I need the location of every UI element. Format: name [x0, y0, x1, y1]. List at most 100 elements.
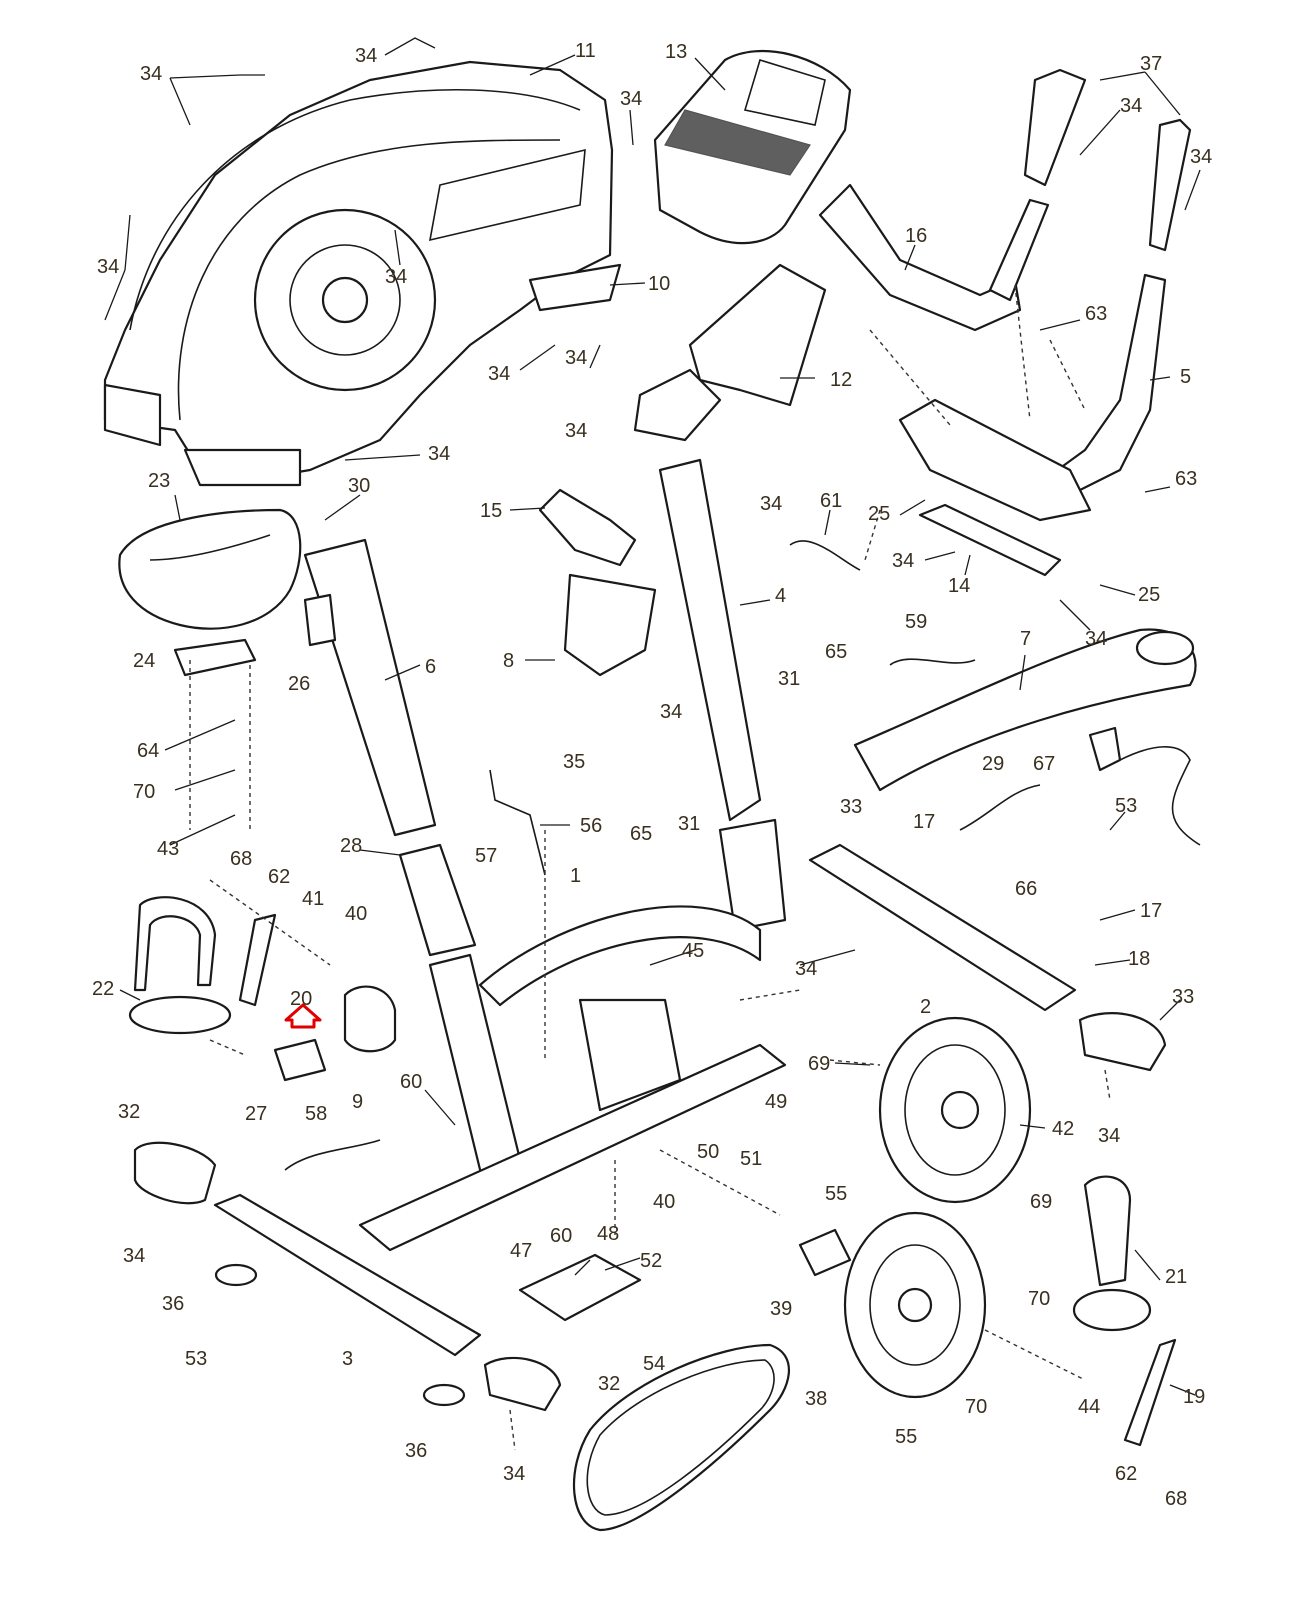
callout-9: 9: [352, 1091, 363, 1113]
callout-49: 49: [765, 1091, 787, 1113]
callout-28: 28: [340, 835, 362, 857]
shroud-left: [103, 60, 622, 487]
callout-34: 34: [565, 347, 587, 369]
highlight-arrow-icon: [284, 1003, 322, 1029]
callout-32: 32: [118, 1101, 140, 1123]
callout-34: 34: [428, 443, 450, 465]
callout-34: 34: [795, 958, 817, 980]
callout-34: 34: [620, 88, 642, 110]
callout-18: 18: [1128, 948, 1150, 970]
callout-58: 58: [305, 1103, 327, 1125]
small-parts: [284, 503, 1201, 1322]
callout-34: 34: [1085, 628, 1107, 650]
callout-64: 64: [137, 740, 159, 762]
callout-32: 32: [598, 1373, 620, 1395]
callout-34: 34: [1098, 1125, 1120, 1147]
callout-34: 34: [123, 1245, 145, 1267]
callout-60: 60: [400, 1071, 422, 1093]
callout-3: 3: [342, 1348, 353, 1370]
callout-65: 65: [825, 641, 847, 663]
callout-63: 63: [1175, 468, 1197, 490]
callout-31: 31: [778, 668, 800, 690]
callout-41: 41: [302, 888, 324, 910]
seat-assembly: [118, 508, 477, 957]
leader-lines: [104, 37, 1201, 1396]
callout-62: 62: [268, 866, 290, 888]
callout-69: 69: [1030, 1191, 1052, 1213]
callout-59: 59: [905, 611, 927, 633]
callout-70: 70: [965, 1396, 987, 1418]
callout-8: 8: [503, 650, 514, 672]
callout-17: 17: [913, 811, 935, 833]
callout-55: 55: [825, 1183, 847, 1205]
callout-13: 13: [665, 41, 687, 63]
callout-51: 51: [740, 1148, 762, 1170]
callout-21: 21: [1165, 1266, 1187, 1288]
callout-65: 65: [630, 823, 652, 845]
callout-69: 69: [808, 1053, 830, 1075]
callout-25: 25: [1138, 584, 1160, 606]
callout-17: 17: [1140, 900, 1162, 922]
callout-5: 5: [1180, 366, 1191, 388]
callout-30: 30: [348, 475, 370, 497]
callout-34: 34: [355, 45, 377, 67]
callout-40: 40: [653, 1191, 675, 1213]
callout-31: 31: [678, 813, 700, 835]
callout-24: 24: [133, 650, 155, 672]
callout-55: 55: [895, 1426, 917, 1448]
callout-37: 37: [1140, 53, 1162, 75]
callout-60: 60: [550, 1225, 572, 1247]
callout-16: 16: [905, 225, 927, 247]
callout-52: 52: [640, 1250, 662, 1272]
callout-39: 39: [770, 1298, 792, 1320]
main-frame: [358, 458, 787, 1252]
callout-15: 15: [480, 500, 502, 522]
assembly-lines: [189, 284, 1111, 1451]
callout-68: 68: [1165, 1488, 1187, 1510]
part-7-rail: [853, 628, 1197, 792]
callout-4: 4: [775, 585, 786, 607]
callout-34: 34: [660, 701, 682, 723]
callout-53: 53: [185, 1348, 207, 1370]
callout-27: 27: [245, 1103, 267, 1125]
callout-57: 57: [475, 845, 497, 867]
callout-36: 36: [405, 1440, 427, 1462]
callout-53: 53: [1115, 795, 1137, 817]
callout-40: 40: [345, 903, 367, 925]
callout-63: 63: [1085, 303, 1107, 325]
callout-26: 26: [288, 673, 310, 695]
callout-34: 34: [488, 363, 510, 385]
callout-19: 19: [1183, 1386, 1205, 1408]
callout-34: 34: [760, 493, 782, 515]
callout-61: 61: [820, 490, 842, 512]
callout-11: 11: [575, 40, 596, 62]
callout-34: 34: [97, 256, 119, 278]
callout-56: 56: [580, 815, 602, 837]
callout-47: 47: [510, 1240, 532, 1262]
callout-labels: 34 11 34 13 37 34 34 34 34 34 16 10 63 5…: [92, 40, 1212, 1510]
callout-33: 33: [840, 796, 862, 818]
callout-42: 42: [1052, 1118, 1074, 1140]
drive-belt: [572, 1343, 790, 1532]
callout-48: 48: [597, 1223, 619, 1245]
callout-34: 34: [565, 420, 587, 442]
callout-43: 43: [157, 838, 179, 860]
callout-66: 66: [1015, 878, 1037, 900]
flywheel: [878, 1016, 1032, 1204]
callout-33: 33: [1172, 986, 1194, 1008]
callout-35: 35: [563, 751, 585, 773]
drive-assembly: [128, 896, 1177, 1447]
callout-36: 36: [162, 1293, 184, 1315]
callout-34: 34: [1120, 95, 1142, 117]
callout-67: 67: [1033, 753, 1055, 775]
callout-70: 70: [133, 781, 155, 803]
handlebar: [818, 68, 1192, 522]
callout-7: 7: [1020, 628, 1031, 650]
callout-44: 44: [1078, 1396, 1100, 1418]
callout-34: 34: [503, 1463, 525, 1485]
callout-38: 38: [805, 1388, 827, 1410]
callout-70: 70: [1028, 1288, 1050, 1310]
callout-68: 68: [230, 848, 252, 870]
callout-50: 50: [697, 1141, 719, 1163]
callout-2: 2: [920, 996, 931, 1018]
